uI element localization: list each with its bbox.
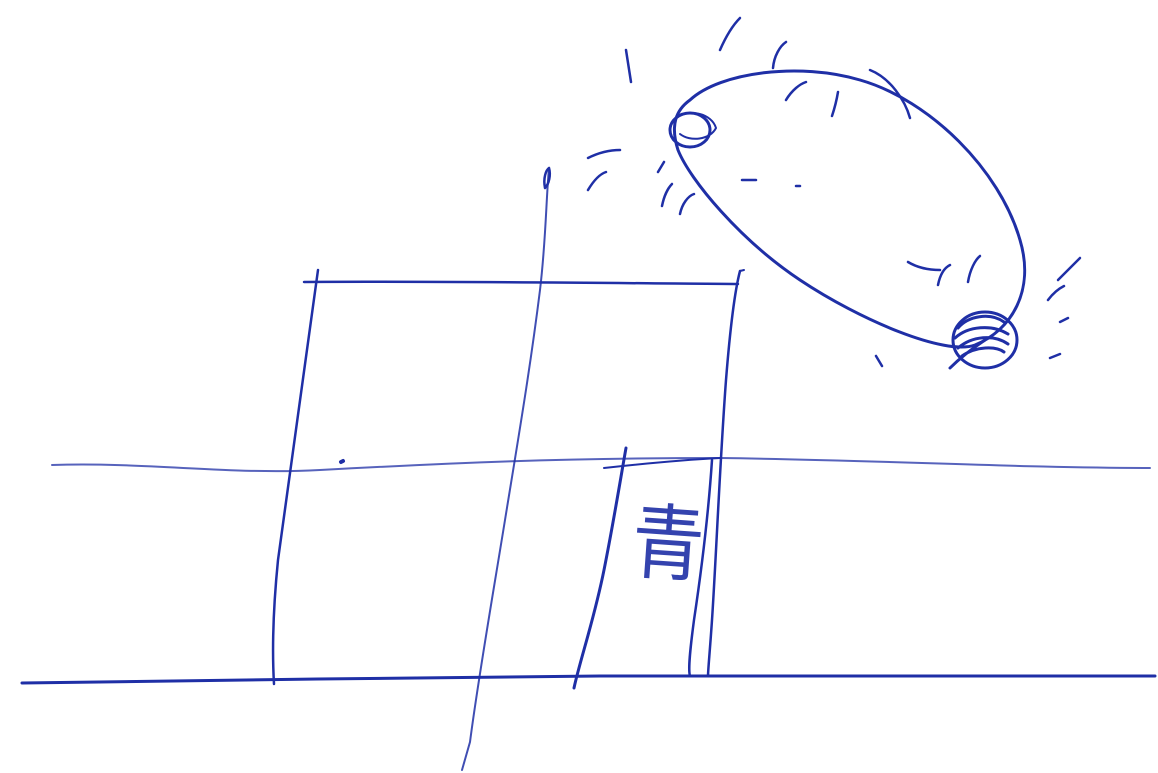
dot bbox=[341, 461, 343, 462]
upper-horizontal-line bbox=[52, 458, 1150, 471]
motion-strokes bbox=[588, 18, 1080, 366]
vertical-line-top-hook bbox=[544, 168, 549, 188]
vertical-line bbox=[462, 168, 549, 770]
building-corner-tick bbox=[740, 270, 744, 271]
building-top-edge bbox=[304, 282, 738, 284]
ground-line bbox=[22, 676, 1155, 683]
building-left-edge bbox=[273, 270, 318, 684]
building-right-edge bbox=[708, 271, 740, 676]
handwritten-character: 青 bbox=[629, 500, 707, 588]
door-left-edge bbox=[574, 448, 626, 688]
oval-body bbox=[674, 71, 1024, 347]
